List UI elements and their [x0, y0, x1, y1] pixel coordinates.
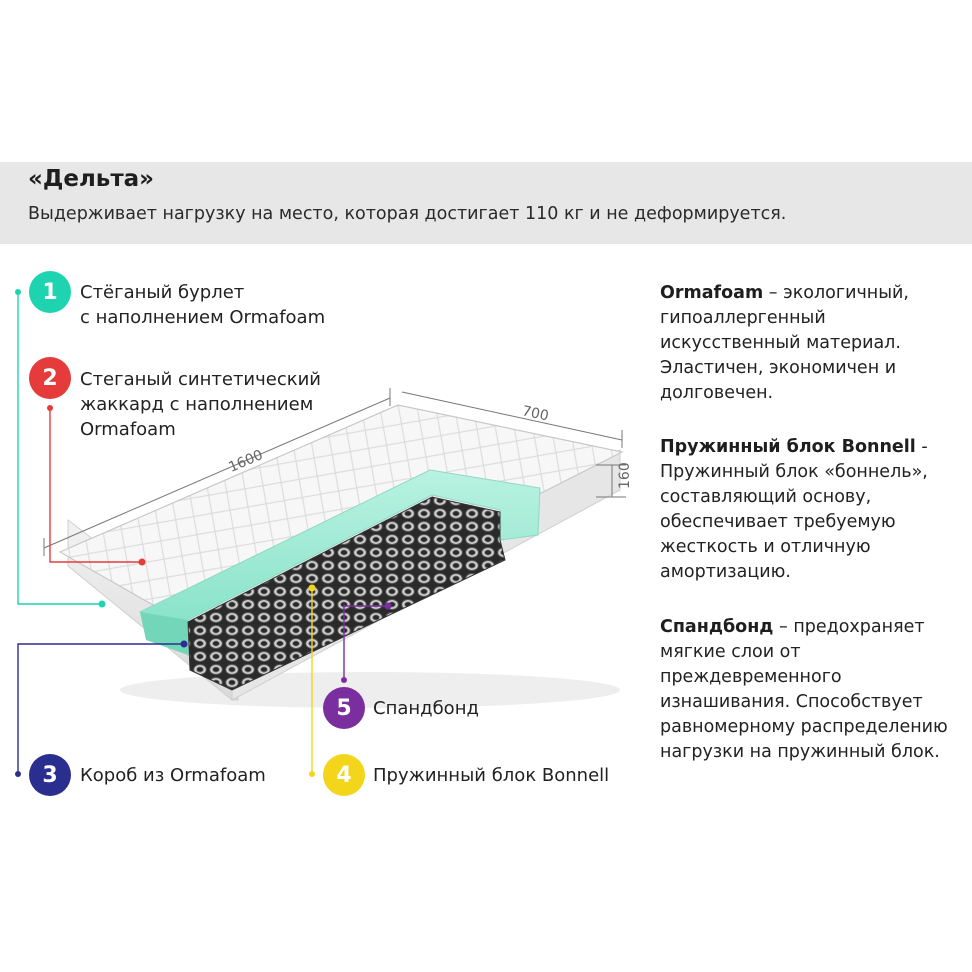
description-bonnell: Пружинный блок Bonnell - Пружинный блок … [660, 435, 965, 585]
layer-label-5: Спандбонд [373, 698, 479, 719]
description-ormafoam: Ormafoam – экологичный, гипоаллергенный … [660, 281, 965, 406]
bonnell-spring-block [187, 496, 506, 691]
dimension-width-label: 700 [521, 403, 550, 424]
leader-line-2 [49, 408, 142, 563]
header-banner [0, 162, 972, 244]
description-text: - Пружинный блок «боннель», составляющий… [660, 437, 928, 582]
description-term: Спандбонд [660, 617, 774, 637]
description-text: – экологичный, гипоаллергенный искусстве… [660, 283, 909, 403]
layer-badge-1: 1 [29, 271, 71, 313]
layer-badge-5: 5 [323, 687, 365, 729]
description-text: – предохраняет мягкие слои от преждеврем… [660, 617, 948, 762]
dimension-height-label: 160 [617, 462, 633, 489]
layer-label-4: Пружинный блок Bonnell [373, 765, 610, 786]
page-subtitle: Выдерживает нагрузку на место, которая д… [28, 204, 787, 224]
mattress-shadow [120, 672, 620, 708]
leader-line-3 [17, 643, 184, 774]
description-term: Пружинный блок Bonnell [660, 437, 916, 457]
layer-label-1: Стёганый бурлет с наполнением Ormafoam [80, 282, 326, 328]
layer-badge-2: 2 [29, 357, 71, 399]
description-spunbond: Спандбонд – предохраняет мягкие слои от … [660, 615, 965, 765]
layer-label-3: Короб из Ormafoam [80, 765, 266, 786]
description-term: Ormafoam [660, 283, 764, 303]
page-title: «Дельта» [28, 166, 155, 192]
leader-line-5 [343, 605, 388, 680]
layer-label-2: Стеганый синтетический жаккард с наполне… [80, 369, 321, 440]
layer-badge-4: 4 [323, 754, 365, 796]
leader-line-1 [17, 292, 102, 605]
layer-badge-3: 3 [29, 754, 71, 796]
